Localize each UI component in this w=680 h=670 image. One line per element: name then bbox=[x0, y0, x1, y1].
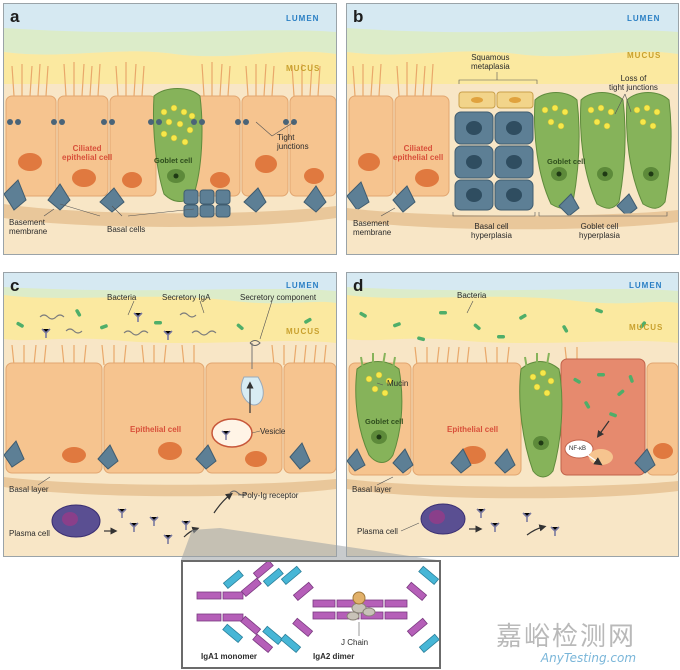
panel-a-illustration bbox=[4, 4, 336, 254]
panel-c-lumen-label: LUMEN bbox=[286, 281, 320, 290]
panel-a-mucus-label: MUCUS bbox=[286, 64, 321, 73]
poly-ig-receptor-label: Poly-Ig receptor bbox=[242, 491, 299, 500]
panel-b: b LUMEN MUCUS Squamous metaplasia Loss o… bbox=[346, 3, 679, 255]
panel-b-letter: b bbox=[353, 7, 364, 26]
epithelial-cell-label: Epithelial cell bbox=[130, 425, 182, 434]
secretory-component-label: Secretory component bbox=[240, 293, 317, 302]
panel-b-mucus-label: MUCUS bbox=[627, 51, 662, 60]
panel-b-lumen-label: LUMEN bbox=[627, 14, 661, 23]
mucin-label: Mucin bbox=[387, 379, 409, 388]
iga-structure-diagram bbox=[196, 562, 439, 654]
goblet-cell-hyperplasia-label: Goblet cell hyperplasia bbox=[579, 222, 620, 240]
jchain-label: J Chain bbox=[341, 638, 369, 647]
secretory-iga-label: Secretory IgA bbox=[162, 293, 211, 302]
panel-b-goblet-cell-label: Goblet cell bbox=[547, 157, 586, 166]
panel-d-epithelial-cell-label: Epithelial cell bbox=[447, 425, 499, 434]
squamous-metaplasia-label: Squamous metaplasia bbox=[471, 53, 510, 71]
ciliated-cell-label: Ciliated epithelial cell bbox=[62, 144, 113, 162]
basement-membrane-label: Basement membrane bbox=[9, 218, 48, 236]
vesicle-label: Vesicle bbox=[260, 427, 286, 436]
iga1-monomer-label: IgA1 monomer bbox=[201, 652, 258, 661]
panel-b-illustration bbox=[347, 4, 678, 254]
panel-d-illustration bbox=[347, 273, 678, 556]
basal-layer-label: Basal layer bbox=[9, 485, 49, 494]
basal-cells-label: Basal cells bbox=[107, 225, 146, 234]
watermark-en: AnyTesting.com bbox=[540, 651, 637, 665]
bacteria-label: Bacteria bbox=[107, 293, 137, 302]
panel-c-letter: c bbox=[10, 276, 20, 295]
basal-cell-hyperplasia-label: Basal cell hyperplasia bbox=[471, 222, 512, 240]
plasma-cell-label: Plasma cell bbox=[9, 529, 50, 538]
iga2-dimer-label: IgA2 dimer bbox=[313, 652, 355, 661]
panel-d-bacteria-label: Bacteria bbox=[457, 291, 487, 300]
loss-tight-junctions-label: Loss of tight junctions bbox=[609, 74, 658, 92]
panel-d-lumen-label: LUMEN bbox=[629, 281, 663, 290]
tight-junctions-label: Tight junctions bbox=[277, 133, 309, 151]
panel-a: a LUMEN MUCUS Ciliated epithelial cell G… bbox=[3, 3, 337, 255]
panel-b-ciliated-cell-label: Ciliated epithelial cell bbox=[393, 144, 444, 162]
watermark-cn: 嘉峪检测网 bbox=[496, 622, 637, 652]
panel-c-mucus-label: MUCUS bbox=[286, 327, 321, 336]
panel-b-basement-membrane-label: Basement membrane bbox=[353, 219, 392, 237]
goblet-cell-label: Goblet cell bbox=[154, 156, 193, 165]
panel-c: c LUMEN MUCUS Bacteria Secretory IgA Sec… bbox=[3, 272, 337, 557]
panel-d: d LUMEN MUCUS Bacteria Mucin Goblet cell… bbox=[346, 272, 679, 557]
panel-a-lumen-label: LUMEN bbox=[286, 14, 320, 23]
panel-a-letter: a bbox=[10, 7, 20, 26]
watermark: 嘉峪检测网 AnyTesting.com bbox=[496, 616, 636, 665]
panel-d-mucus-label: MUCUS bbox=[629, 323, 664, 332]
panel-d-letter: d bbox=[353, 276, 364, 295]
panel-d-basal-layer-label: Basal layer bbox=[352, 485, 392, 494]
iga-inset: J Chain IgA1 monomer IgA2 dimer bbox=[181, 560, 441, 669]
nfkb-label: NF-κB bbox=[569, 446, 586, 452]
panel-d-goblet-cell-label: Goblet cell bbox=[365, 417, 404, 426]
panel-d-plasma-cell-label: Plasma cell bbox=[357, 527, 398, 536]
panel-c-illustration bbox=[4, 273, 336, 556]
